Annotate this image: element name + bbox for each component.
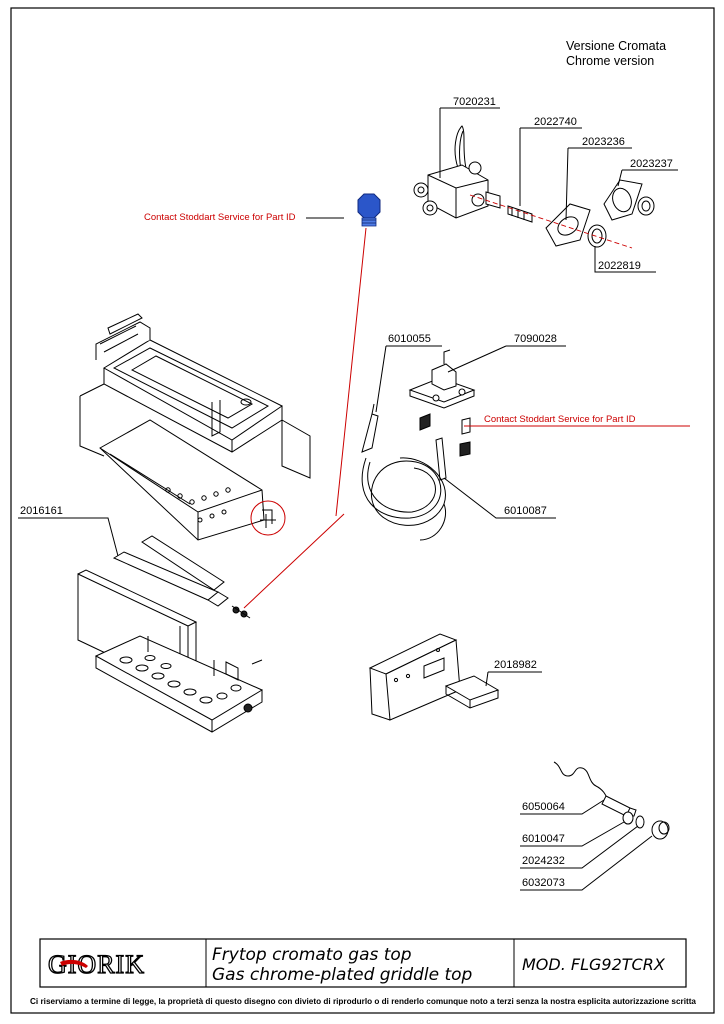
gas-injector [357, 193, 381, 227]
injector-leader [335, 227, 367, 517]
base-tray [94, 635, 264, 733]
legal-disclaimer: Ci riserviamo a termine di legge, la pro… [30, 996, 696, 1006]
contact-label-injector: Contact Stoddart Service for Part ID [144, 212, 296, 223]
title-block: GIORIK Frytop cromato gas top Gas chrome… [39, 938, 687, 988]
burner-tube [112, 535, 229, 607]
brand-logo: GIORIK [48, 950, 145, 979]
detail-circle [250, 500, 286, 536]
sheet-border [10, 7, 715, 1014]
gas-valve-assembly [413, 125, 501, 219]
title-english: Gas chrome-plated griddle top [212, 965, 473, 985]
griddle-frame [79, 313, 311, 479]
callout-2018982: 2018982 [494, 659, 537, 671]
callout-2024232: 2024232 [522, 855, 565, 867]
contact-label-pilot: Contact Stoddart Service for Part ID [484, 414, 636, 425]
burner-nozzle [231, 605, 251, 619]
ignition-cable [553, 761, 609, 801]
control-panel [368, 633, 461, 721]
pilot-burner [408, 349, 476, 409]
knob-bezel [545, 203, 591, 247]
callout-6010087: 6010087 [504, 505, 547, 517]
lock-nut [622, 811, 634, 825]
washer [635, 815, 645, 829]
small-knob [637, 196, 655, 216]
callout-6050064: 6050064 [522, 801, 565, 813]
callout-6010055: 6010055 [388, 333, 431, 345]
knob-ring-frame [603, 179, 643, 221]
callout-2022819: 2022819 [598, 260, 641, 272]
callout-6032073: 6032073 [522, 877, 565, 889]
control-knob [587, 224, 607, 248]
callout-2023236: 2023236 [582, 136, 625, 148]
callout-2022740: 2022740 [534, 116, 577, 128]
brand-swoosh-icon [60, 959, 88, 968]
thermocouple [361, 403, 446, 541]
pilot-fittings [419, 413, 471, 481]
model-number: MOD. FLG92TCRX [522, 955, 666, 974]
callout-2016161: 2016161 [20, 505, 63, 517]
callout-6010047: 6010047 [522, 833, 565, 845]
push-button-cap [651, 820, 670, 840]
valve-axis-line [469, 194, 633, 249]
callout-7020231: 7020231 [453, 96, 496, 108]
burner-chamber [99, 419, 265, 541]
header-version-it: Versione Cromata [566, 39, 666, 53]
callout-2023237: 2023237 [630, 158, 673, 170]
title-italian: Frytop cromato gas top [212, 945, 412, 965]
drip-tray [444, 675, 500, 709]
callout-7090028: 7090028 [514, 333, 557, 345]
header-version-en: Chrome version [566, 54, 654, 68]
